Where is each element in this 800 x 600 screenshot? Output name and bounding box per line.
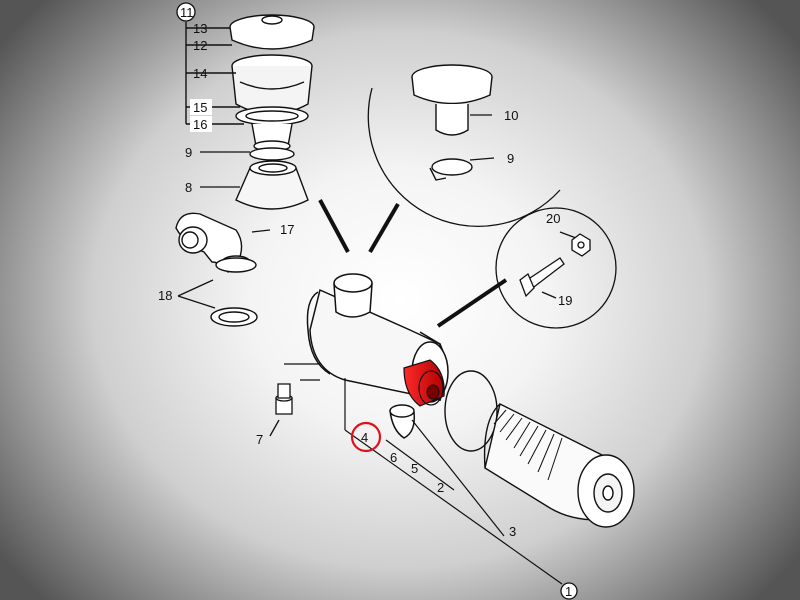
label-10: 10 bbox=[504, 108, 518, 123]
label-9-inset: 9 bbox=[507, 151, 514, 166]
label-18: 18 bbox=[158, 288, 172, 303]
pre-cleaner-assembly bbox=[229, 14, 315, 210]
label-15: 15 bbox=[193, 100, 207, 115]
clamp-upper-part bbox=[249, 147, 295, 161]
label-14: 14 bbox=[193, 66, 207, 81]
gasket-part bbox=[444, 370, 498, 452]
rubber-adapter-part bbox=[235, 167, 309, 210]
callout-labels: 11 13 12 14 15 16 9 8 17 18 7 10 9 20 19… bbox=[158, 2, 578, 600]
label-11: 11 bbox=[180, 5, 194, 20]
label-20: 20 bbox=[546, 211, 560, 226]
drain-valve-part bbox=[275, 383, 293, 415]
label-6: 6 bbox=[390, 450, 397, 465]
label-4: 4 bbox=[361, 430, 368, 445]
label-5: 5 bbox=[411, 461, 418, 476]
label-7: 7 bbox=[256, 432, 263, 447]
leader-lines bbox=[177, 114, 577, 437]
clamp-9-inset-part bbox=[431, 158, 473, 176]
label-8: 8 bbox=[185, 180, 192, 195]
hose-elbow-assembly bbox=[175, 212, 258, 327]
label-16: 16 bbox=[193, 117, 207, 132]
label-2: 2 bbox=[437, 480, 444, 495]
highlight-ring-4 bbox=[350, 421, 382, 453]
label-3: 3 bbox=[509, 524, 516, 539]
label-1: 1 bbox=[565, 584, 572, 599]
filter-element-part bbox=[483, 402, 635, 528]
callout-circle-1 bbox=[560, 582, 578, 600]
inset-detail bbox=[318, 64, 561, 328]
label-13: 13 bbox=[193, 21, 207, 36]
assembly-lines bbox=[284, 363, 563, 585]
hose-clamp-upper-part bbox=[215, 257, 257, 273]
label-12: 12 bbox=[193, 38, 207, 53]
label-9-upper: 9 bbox=[185, 145, 192, 160]
callout-circle-11 bbox=[176, 2, 196, 22]
air-cleaner-housing-part bbox=[306, 273, 449, 439]
highlighted-part-4 bbox=[403, 359, 445, 407]
label-19: 19 bbox=[558, 293, 572, 308]
bolt-inset bbox=[495, 207, 617, 329]
label-17: 17 bbox=[280, 222, 294, 237]
